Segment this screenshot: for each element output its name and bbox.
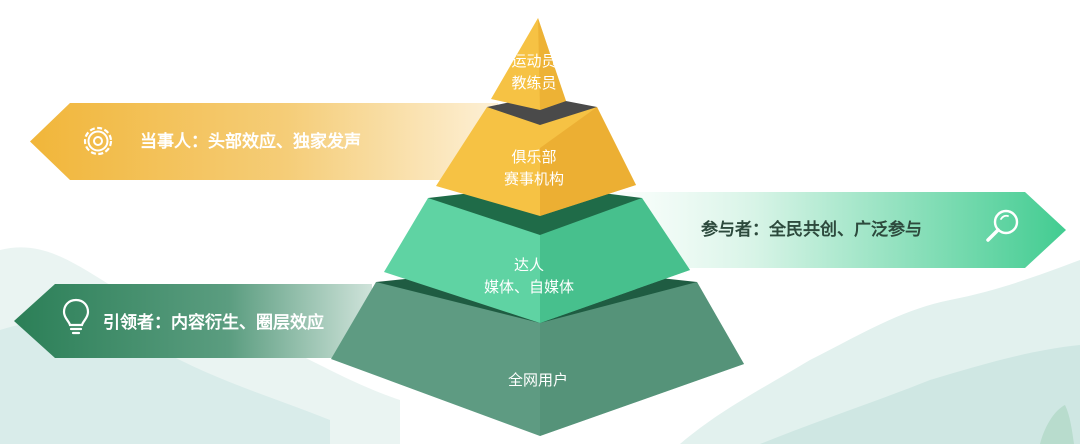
banner-top-left: 当事人：头部效应、独家发声	[30, 103, 498, 180]
gear-icon	[83, 126, 113, 156]
banner-right-text: 参与者：全民共创、广泛参与	[701, 219, 922, 240]
banner-right: 参与者：全民共创、广泛参与	[585, 192, 1066, 268]
pyramid-level-1	[491, 18, 566, 110]
pyramid: 运动员 教练员 俱乐部 赛事机构 达人 媒体、自媒体 全网用户	[331, 18, 744, 436]
lightbulb-icon	[62, 298, 90, 335]
level-4-line1: 全网用户	[508, 371, 568, 389]
level-1-line2: 教练员	[511, 74, 556, 92]
banner-top-left-text: 当事人：头部效应、独家发声	[140, 131, 361, 152]
banner-bottom-left-text: 引领者：内容衍生、圈层效应	[103, 312, 324, 333]
level-3-line1: 达人	[514, 256, 544, 274]
level-1-line1: 运动员	[511, 52, 556, 70]
banner-bottom-left: 引领者：内容衍生、圈层效应	[14, 284, 372, 358]
level-2-line2: 赛事机构	[504, 170, 564, 188]
level-3-line2: 媒体、自媒体	[484, 278, 574, 296]
pyramid-level-2	[436, 96, 636, 216]
magnifier-icon	[986, 209, 1019, 242]
level-2-line1: 俱乐部	[511, 148, 556, 166]
